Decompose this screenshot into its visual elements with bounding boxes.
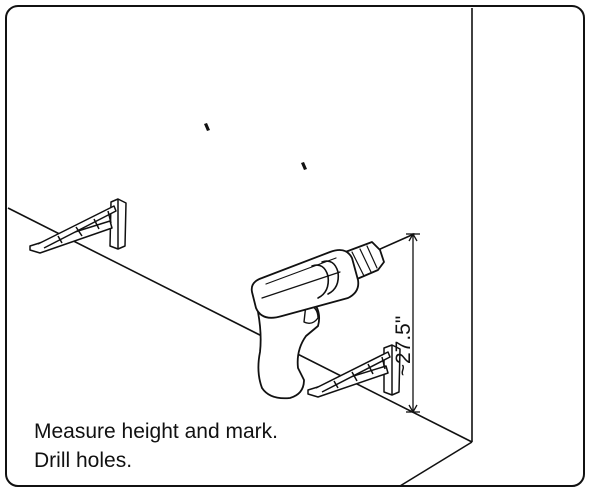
dimension-label: ~27.5" bbox=[392, 316, 415, 377]
arrow-up-icon bbox=[408, 232, 418, 242]
drill-bit bbox=[377, 233, 415, 251]
shelf-bracket-icon bbox=[29, 198, 127, 254]
arrow-down-icon bbox=[408, 404, 418, 414]
floor-wall-line bbox=[7, 207, 473, 443]
floor-corner-line bbox=[399, 441, 473, 487]
room-corner bbox=[7, 8, 473, 487]
drill-icon bbox=[250, 233, 415, 400]
pencil-mark-icon bbox=[301, 162, 307, 170]
drill-handle bbox=[257, 299, 321, 400]
panel-border bbox=[5, 5, 585, 487]
pencil-marks bbox=[204, 123, 307, 170]
instruction-line-1: Measure height and mark. bbox=[34, 420, 278, 443]
height-dimension bbox=[406, 232, 420, 414]
pencil-mark-icon bbox=[204, 123, 210, 131]
instruction-line-2: Drill holes. bbox=[34, 449, 133, 472]
shelf-bracket-icon bbox=[307, 344, 401, 398]
